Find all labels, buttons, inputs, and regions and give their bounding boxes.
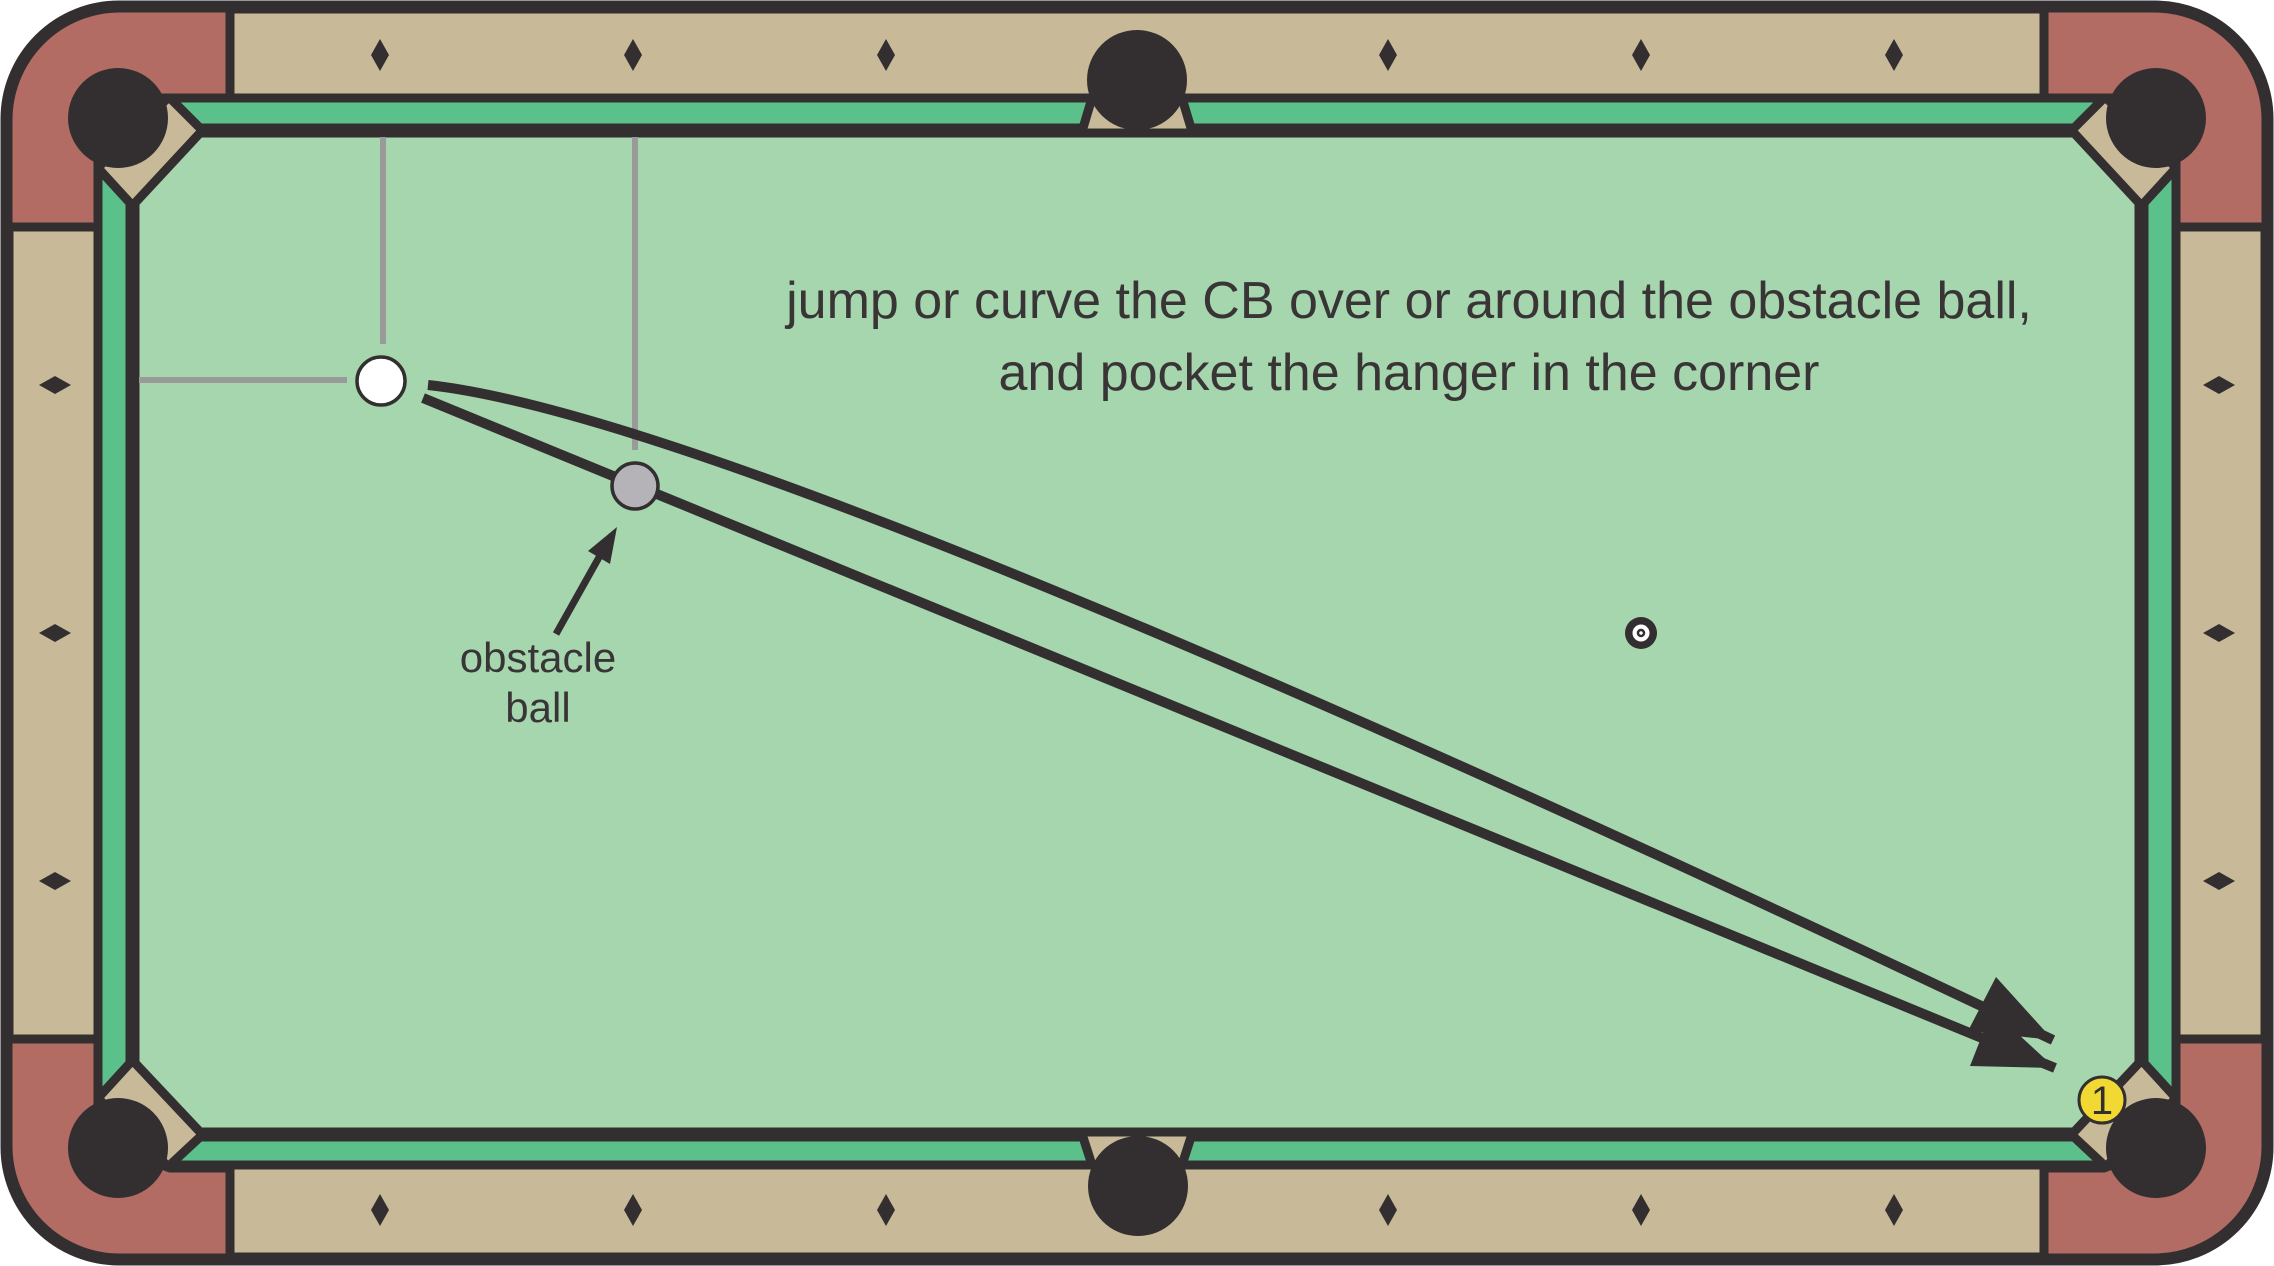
cushion-top-left (159, 93, 1099, 133)
cushion-right (2139, 156, 2181, 1110)
cushion-top-right (1175, 93, 2115, 133)
diamond-sight (1632, 39, 1650, 71)
instruction-text-line1: jump or curve the CB over or around the … (784, 272, 2032, 330)
one-ball-number: 1 (2091, 1079, 2113, 1123)
diamond-sight (371, 1194, 389, 1226)
diamond-sight (371, 39, 389, 71)
pocket-top-right (2102, 68, 2206, 172)
obstacle-label-line2: ball (505, 684, 570, 731)
jump-shot-path (421, 393, 2057, 1073)
instruction-text-line2: and pocket the hanger in the corner (998, 344, 1819, 402)
pocket-top-left (68, 68, 172, 172)
diamond-sight (1379, 39, 1397, 71)
obstacle-label-line1: obstacle (460, 634, 616, 681)
diamond-sight (2203, 624, 2235, 642)
one-ball: 1 (2077, 1075, 2127, 1125)
diamond-sight (2203, 376, 2235, 394)
pocket-bottom-left (68, 1094, 172, 1198)
diamond-sight (877, 1194, 895, 1226)
diamond-sight (39, 624, 71, 642)
diamond-sight (1885, 39, 1903, 71)
diamond-sight (1632, 1194, 1650, 1226)
obstacle-label-arrowhead-icon (588, 527, 617, 564)
diamond-sight (2203, 872, 2235, 890)
diamond-sight (877, 39, 895, 71)
diamond-sight (39, 376, 71, 394)
target-marker-icon (1625, 617, 1657, 649)
pocket-bottom-right (2102, 1094, 2206, 1198)
cushion-bottom-right (1175, 1132, 2116, 1170)
cushion-bottom-left (158, 1132, 1099, 1170)
curve-shot-path (427, 380, 2056, 1045)
diamond-sight (1885, 1194, 1903, 1226)
pocket-bottom-middle (1088, 1136, 1188, 1236)
cushion-left (93, 156, 135, 1110)
diamond-sight (39, 872, 71, 890)
cue-ball (355, 355, 407, 407)
jump-shot-arrowhead-icon (1970, 1010, 2055, 1068)
diamond-sight (624, 39, 642, 71)
rail-diamonds (39, 39, 2235, 1226)
pocket-top-middle (1087, 30, 1187, 130)
diamond-sight (1379, 1194, 1397, 1226)
diamond-sight (624, 1194, 642, 1226)
obstacle-label-arrow (552, 550, 606, 636)
obstacle-ball (610, 461, 660, 511)
